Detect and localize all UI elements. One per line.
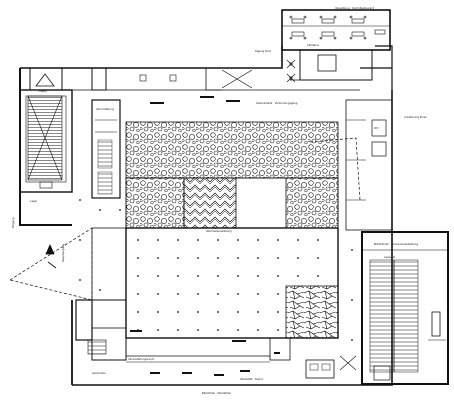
column-dot bbox=[157, 239, 159, 241]
right-block-sub: Lesesaal bbox=[384, 255, 395, 259]
right-note: Anlieferung Kiosk bbox=[404, 115, 427, 119]
column-dot bbox=[317, 257, 319, 259]
left-stair-note: Lager bbox=[30, 199, 38, 203]
column-dot bbox=[257, 311, 259, 313]
column-dot bbox=[237, 311, 239, 313]
column-dot bbox=[137, 275, 139, 277]
bottom-right-tag: Werkstatt · Depot bbox=[240, 377, 263, 381]
column-dot bbox=[157, 311, 159, 313]
column-dot bbox=[351, 299, 353, 301]
column-dot bbox=[197, 293, 199, 295]
column-dot bbox=[237, 239, 239, 241]
auditorium-seating bbox=[91, 99, 121, 199]
mid-top-tag: Cafeteria bbox=[307, 43, 319, 47]
bottom-left-tag: Garderobe bbox=[92, 371, 106, 375]
mid-room: Wechselausstellung bbox=[206, 229, 232, 233]
top-right-caption: Verwaltung · Dach-Restaurant bbox=[335, 6, 374, 10]
garden-courtyard bbox=[125, 121, 339, 229]
column-dot bbox=[217, 257, 219, 259]
entrance-canopy bbox=[9, 137, 361, 301]
main-hall bbox=[125, 227, 339, 339]
column-dot bbox=[177, 239, 179, 241]
plan-labels: Verwaltung · Dach-Restaurant Tagung Buro… bbox=[11, 6, 427, 395]
column-dot bbox=[79, 199, 81, 201]
column-dot bbox=[79, 279, 81, 281]
column-dot bbox=[277, 239, 279, 241]
column-dot bbox=[137, 311, 139, 313]
column-dot bbox=[197, 311, 199, 313]
column-dot bbox=[277, 257, 279, 259]
column-dot bbox=[197, 329, 199, 331]
column-dot bbox=[277, 275, 279, 277]
column-dot bbox=[277, 293, 279, 295]
column-dot bbox=[137, 293, 139, 295]
column-dot bbox=[177, 293, 179, 295]
column-dot bbox=[157, 329, 159, 331]
column-dot bbox=[297, 239, 299, 241]
column-dot bbox=[257, 275, 259, 277]
column-dot bbox=[297, 257, 299, 259]
column-dot bbox=[177, 311, 179, 313]
column-dot bbox=[137, 239, 139, 241]
top-right-wing bbox=[281, 9, 391, 81]
south-rooms bbox=[75, 227, 357, 379]
right-block bbox=[361, 231, 449, 385]
left-wing bbox=[19, 67, 73, 193]
column-dot bbox=[157, 275, 159, 277]
column-dot bbox=[197, 239, 199, 241]
column-dot bbox=[237, 329, 239, 331]
column-dot bbox=[217, 239, 219, 241]
gallery-band: Gedenkhalle · Verbindungsgang bbox=[256, 101, 298, 105]
column-dot bbox=[217, 293, 219, 295]
column-dot bbox=[237, 257, 239, 259]
column-dot bbox=[157, 293, 159, 295]
south-furniture bbox=[130, 96, 280, 376]
column-dot bbox=[277, 329, 279, 331]
column-dot bbox=[317, 275, 319, 277]
column-dot bbox=[157, 257, 159, 259]
column-dot bbox=[257, 329, 259, 331]
column-dot bbox=[317, 239, 319, 241]
column-dot bbox=[257, 239, 259, 241]
column-dot bbox=[237, 275, 239, 277]
column-dot bbox=[197, 275, 199, 277]
column-dot bbox=[177, 275, 179, 277]
south-room: Veranstaltungsraum bbox=[128, 357, 155, 361]
cafe-tag: Tagung Buro bbox=[255, 49, 272, 53]
column-dot bbox=[177, 257, 179, 259]
column-dot bbox=[217, 311, 219, 313]
conference-tables bbox=[289, 15, 386, 40]
column-dot bbox=[351, 249, 353, 251]
small-tag: WC bbox=[374, 126, 379, 130]
cafe-tables bbox=[286, 59, 296, 83]
column-dot bbox=[237, 293, 239, 295]
right-block-title: Bibliothek · Dauerausstellung bbox=[374, 242, 418, 246]
entrance-arrow bbox=[45, 244, 57, 269]
east-strip bbox=[345, 99, 393, 381]
column-dot bbox=[297, 275, 299, 277]
column-dot bbox=[257, 293, 259, 295]
column-dot bbox=[99, 209, 101, 211]
north-corridor bbox=[72, 67, 360, 91]
column-dot bbox=[217, 329, 219, 331]
column-dot bbox=[119, 209, 121, 211]
column-dot bbox=[217, 275, 219, 277]
bottom-mid-tag: Bibliothek · Mediathek bbox=[202, 391, 231, 395]
column-dot bbox=[257, 257, 259, 259]
column-dot bbox=[79, 239, 81, 241]
column-dot bbox=[197, 257, 199, 259]
column-dot bbox=[99, 289, 101, 291]
column-dot bbox=[177, 329, 179, 331]
hall-columns bbox=[79, 199, 353, 341]
column-dot bbox=[351, 339, 353, 341]
left-vertical: Haupteingang bbox=[61, 243, 65, 262]
left-side: Eingang bbox=[11, 217, 15, 228]
column-dot bbox=[137, 257, 139, 259]
column-dot bbox=[277, 311, 279, 313]
cafeteria-strip: Veranstaltung bbox=[96, 107, 114, 111]
stair-label: Treppe bbox=[38, 89, 47, 93]
